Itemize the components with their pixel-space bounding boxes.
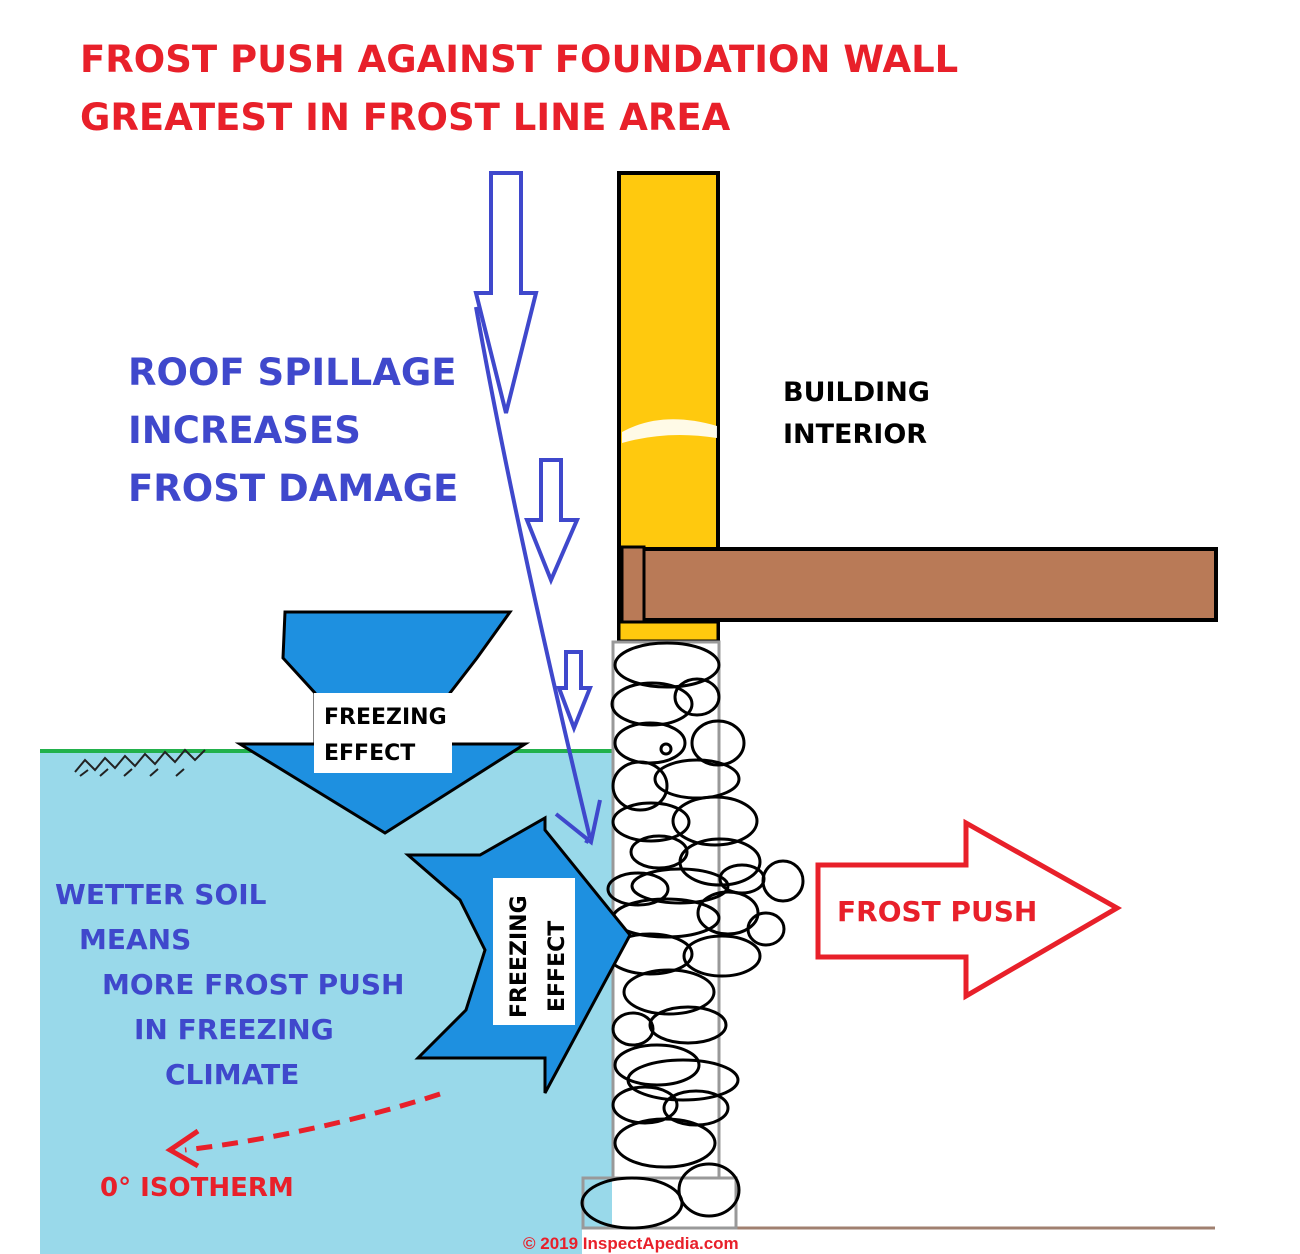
roof-spillage-line-3: FROST DAMAGE (128, 467, 458, 510)
spillage-arrow-small (556, 650, 593, 734)
freezing-effect-side-label-box (493, 878, 575, 1025)
soil-note-line-5: CLIMATE (165, 1058, 299, 1091)
freezing-effect-side-line-1: FREEZING (507, 895, 532, 1018)
soil-note-line-1: WETTER SOIL (55, 878, 267, 911)
water-flow-tip (554, 799, 602, 846)
building-interior-line-1: BUILDING (783, 377, 930, 408)
floor-joist (634, 547, 1218, 622)
freezing-effect-label-box (314, 693, 452, 773)
title-line-2: GREATEST IN FROST LINE AREA (80, 96, 731, 139)
freezing-effect-top-line-2: EFFECT (324, 741, 415, 766)
grass-tuft (74, 748, 206, 777)
roof-spillage-line-2: INCREASES (128, 409, 361, 452)
stone-foundation (580, 640, 805, 1230)
soil-note-line-2: MEANS (79, 923, 191, 956)
isotherm-label: 0° ISOTHERM (100, 1173, 294, 1203)
roof-spillage-line-1: ROOF SPILLAGE (128, 351, 457, 394)
wall-highlight (622, 419, 717, 443)
title-line-1: FROST PUSH AGAINST FOUNDATION WALL (80, 38, 958, 81)
roof-spillage-arrows (473, 171, 593, 734)
freezing-effect-side-line-2: EFFECT (545, 921, 570, 1012)
sill-plate (617, 620, 720, 643)
spillage-arrow-medium (524, 458, 581, 586)
building-interior-line-2: INTERIOR (783, 419, 927, 450)
frost-push-arrow (815, 818, 1123, 1001)
isotherm-line (184, 1091, 441, 1153)
soil-note-line-4: IN FREEZING (134, 1013, 334, 1046)
rim-joist (620, 545, 646, 626)
spillage-arrow-large (473, 171, 539, 414)
frost-push-label: FROST PUSH (837, 895, 1037, 928)
copyright-notice: © 2019 InspectApedia.com (523, 1234, 739, 1253)
freezing-effect-top-line-1: FREEZING (324, 705, 447, 730)
soil-note-line-3: MORE FROST PUSH (102, 968, 404, 1001)
isotherm-arrowhead (165, 1128, 200, 1169)
